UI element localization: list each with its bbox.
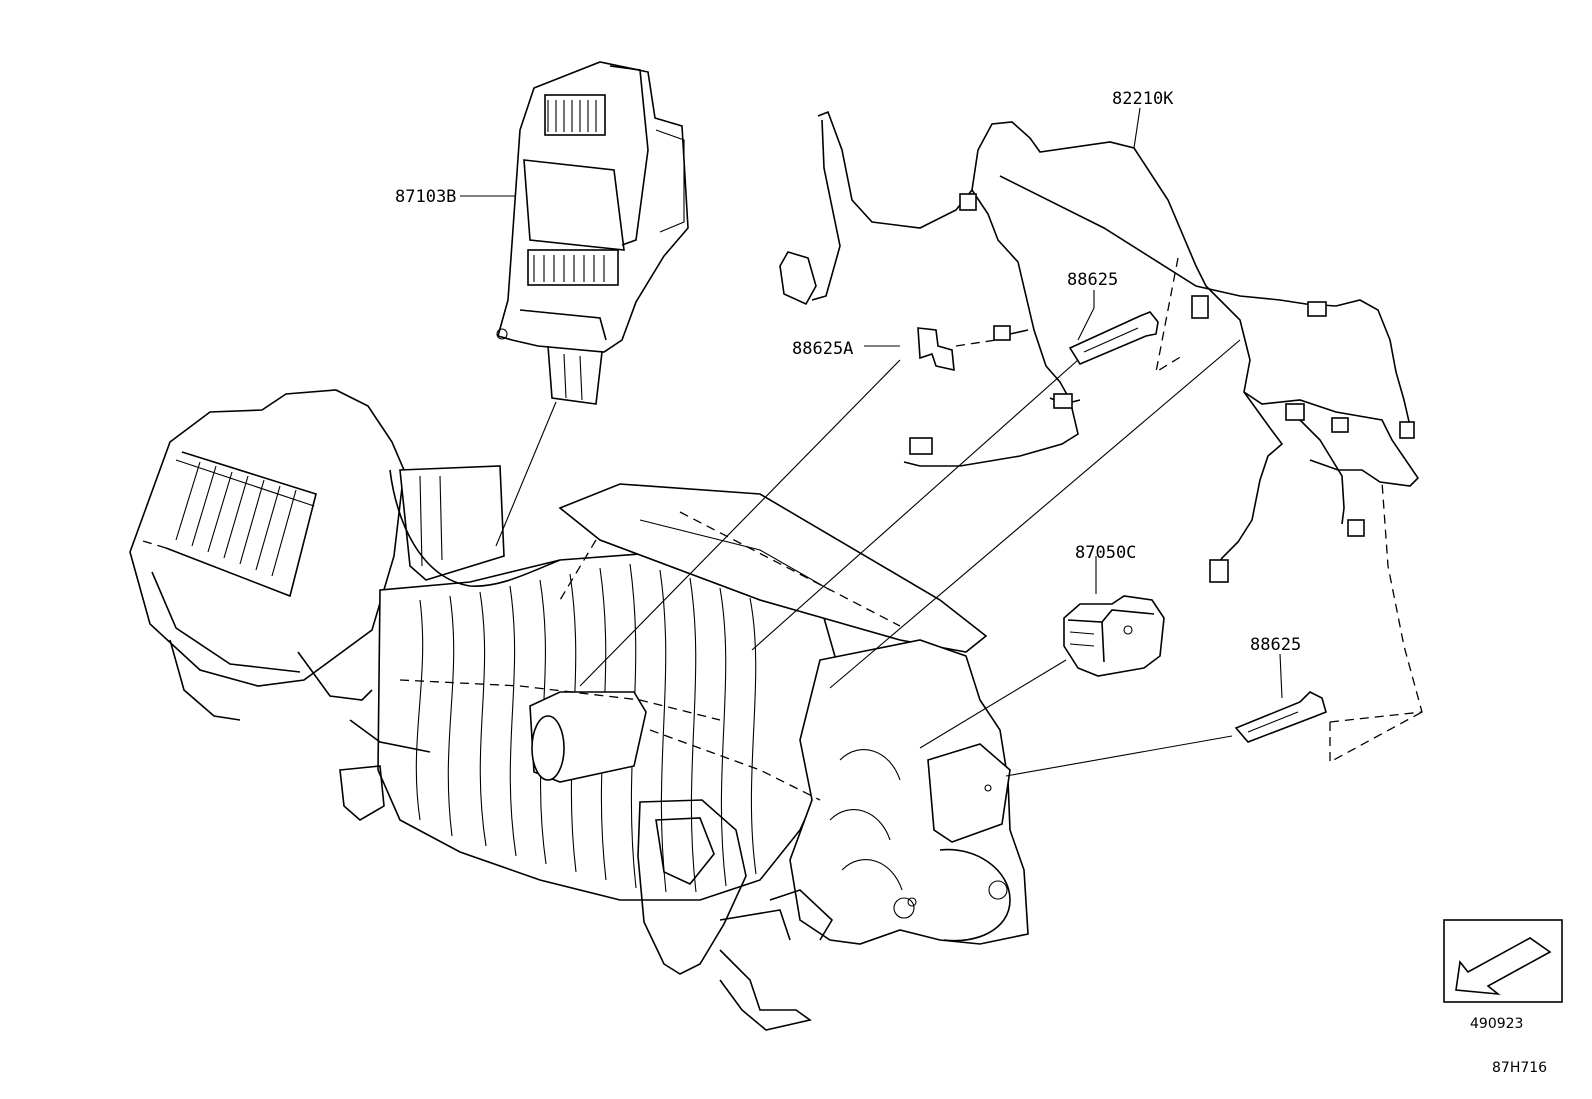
wiring-harness-drawing [779,110,1420,583]
reference-code: 490923 [1470,1016,1523,1032]
blower-unit-drawing [496,61,689,405]
callout-sensor-lower: 88625 [1250,635,1301,655]
sensor-clip-drawing [917,327,997,372]
callout-harness: 82210K [1112,89,1174,109]
callout-sensor-upper: 88625 [1067,270,1118,290]
upper-sensor-drawing [1068,311,1159,366]
leader-lines [460,107,1283,777]
servo-motor-drawing [1063,595,1165,677]
diagram-code: 87H716 [1492,1060,1547,1076]
callout-servo: 87050C [1075,543,1136,563]
callout-blower: 87103B [395,187,456,207]
hvac-assembly-drawing [129,389,1029,1031]
lower-sensor-drawing [1234,481,1423,764]
callout-sensor-clip: 88625A [792,339,853,359]
direction-arrow-icon [1443,919,1563,1003]
